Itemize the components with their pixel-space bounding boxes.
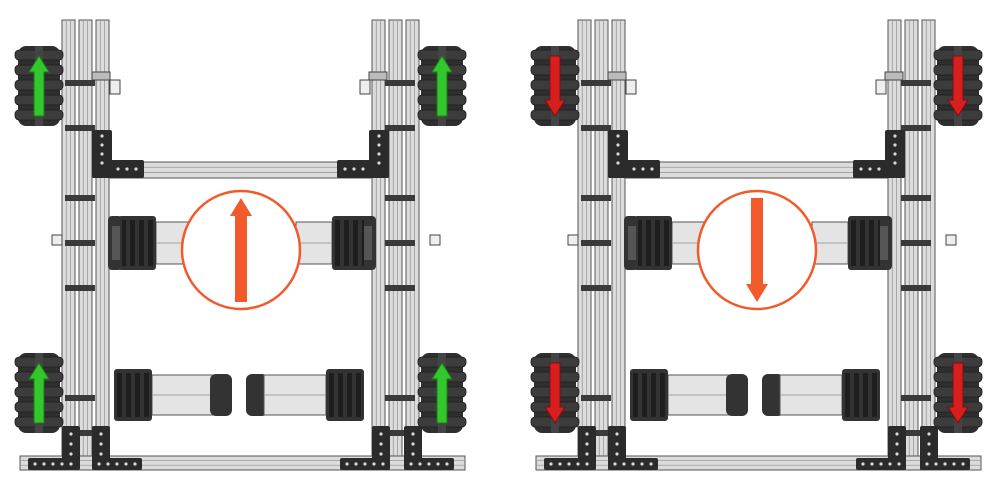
axle-stub <box>429 234 441 246</box>
rail-fastener <box>901 195 931 201</box>
rail-fastener <box>385 195 415 201</box>
rail-cross-upper <box>624 161 889 179</box>
direction-arrow-icon <box>746 198 768 302</box>
drivetrain-panel-forward <box>14 19 467 471</box>
rail-fastener <box>385 430 415 436</box>
tab <box>91 71 111 81</box>
tab <box>625 79 637 95</box>
rail-fastener <box>385 125 415 131</box>
rail-fastener <box>581 125 611 131</box>
mecanum-wheel-front-right-icon <box>933 46 983 126</box>
tab <box>884 71 904 81</box>
mecanum-wheel-rear-right-icon <box>933 353 983 433</box>
rail-left-innermost <box>611 19 626 461</box>
direction-arrow-icon <box>544 362 566 424</box>
rail-fastener <box>901 125 931 131</box>
mecanum-wheel-front-left-icon <box>530 46 580 126</box>
drivetrain-panel-reverse <box>530 19 983 471</box>
direction-arrow-icon <box>28 362 50 424</box>
mecanum-wheel-front-left-icon <box>14 46 64 126</box>
direction-arrow-icon <box>544 55 566 117</box>
rail-fastener <box>581 285 611 291</box>
mecanum-wheel-rear-left-icon <box>530 353 580 433</box>
rail-fastener <box>581 195 611 201</box>
motor-endcap <box>624 216 638 270</box>
drive-motor-lower-right-icon <box>263 369 364 421</box>
drive-motor-upper-right-icon <box>295 216 370 270</box>
direction-arrow-icon <box>947 55 969 117</box>
rail-fastener <box>581 240 611 246</box>
drive-motor-upper-right-icon <box>811 216 886 270</box>
drive-motor-lower-left-icon <box>630 369 737 421</box>
motor-endcap <box>108 216 122 270</box>
motor-cap <box>726 374 748 416</box>
rail-cross-bottom <box>19 455 466 471</box>
rail-fastener <box>901 240 931 246</box>
rail-fastener <box>65 240 95 246</box>
motor-cap <box>246 374 268 416</box>
drive-motor-lower-left-icon <box>114 369 221 421</box>
rail-fastener <box>901 80 931 86</box>
mecanum-wheel-rear-left-icon <box>14 353 64 433</box>
rail-fastener <box>65 395 95 401</box>
direction-arrow-icon <box>947 362 969 424</box>
rail-fastener <box>581 80 611 86</box>
rail-cross-bottom <box>535 455 982 471</box>
motor-cap <box>762 374 784 416</box>
mecanum-wheel-front-right-icon <box>417 46 467 126</box>
rail-fastener <box>65 285 95 291</box>
direction-arrow-icon <box>230 198 252 302</box>
motor-endcap <box>880 216 892 270</box>
rail-fastener <box>901 430 931 436</box>
direction-arrow-icon <box>28 55 50 117</box>
rail-fastener <box>385 240 415 246</box>
rail-fastener <box>65 125 95 131</box>
rail-fastener <box>385 395 415 401</box>
tab <box>875 79 887 95</box>
axle-stub <box>945 234 957 246</box>
center-direction-indicator <box>180 189 302 311</box>
motor-cap <box>210 374 232 416</box>
rail-fastener <box>385 80 415 86</box>
mecanum-wheel-rear-right-icon <box>417 353 467 433</box>
rail-fastener <box>901 395 931 401</box>
rail-left-innermost <box>95 19 110 461</box>
axle-stub <box>567 234 579 246</box>
rail-fastener <box>65 195 95 201</box>
direction-arrow-icon <box>431 55 453 117</box>
motor-endcap <box>364 216 376 270</box>
tab <box>109 79 121 95</box>
rail-fastener <box>901 285 931 291</box>
tab <box>607 71 627 81</box>
rail-fastener <box>385 285 415 291</box>
rail-fastener <box>581 395 611 401</box>
axle-stub <box>51 234 63 246</box>
rail-cross-upper <box>108 161 373 179</box>
direction-arrow-icon <box>431 362 453 424</box>
tab <box>359 79 371 95</box>
center-direction-indicator <box>696 189 818 311</box>
rail-fastener <box>65 80 95 86</box>
drive-motor-lower-right-icon <box>779 369 880 421</box>
tab <box>368 71 388 81</box>
